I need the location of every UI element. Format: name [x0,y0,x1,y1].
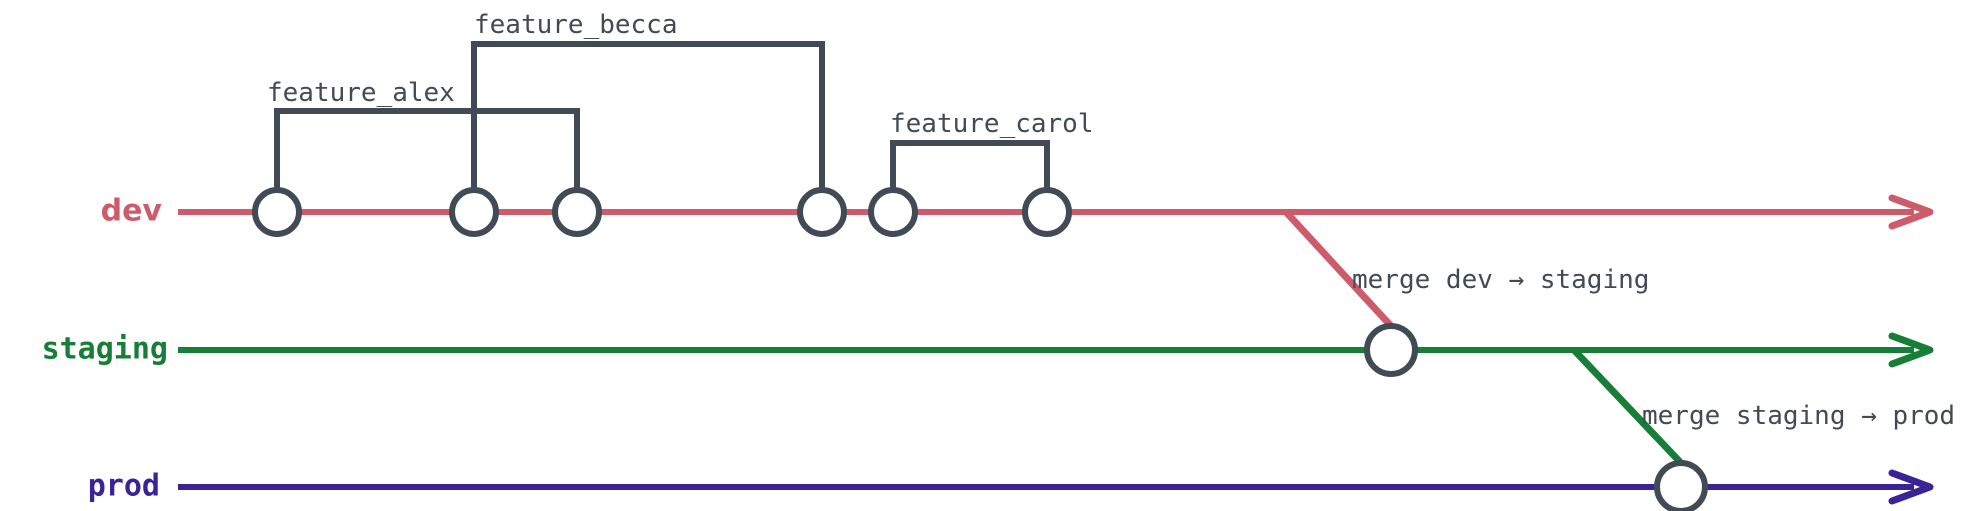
branch-arrowhead-prod [1888,469,1934,505]
commit-node-dev-c3[interactable] [552,187,602,237]
merge-edge-merge-dev-staging [1283,209,1394,329]
commit-node-prod-merge[interactable] [1654,460,1708,511]
branch-labels-layer: dev staging prod [42,194,168,504]
commit-node-staging-merge[interactable] [1364,323,1418,377]
commit-node-dev-c1[interactable] [252,187,302,237]
commit-node-dev-c5[interactable] [868,187,918,237]
commit-node-dev-c2[interactable] [449,187,499,237]
feature-label-feature_becca: feature_becca [474,10,678,40]
branch-label-prod: prod [88,469,160,504]
feature-label-feature_carol: feature_carol [890,109,1094,139]
commit-nodes-layer [252,187,1708,511]
feature-bracket-feature_carol [890,140,1050,190]
feature-bracket-feature_alex [274,108,580,190]
branch-arrowhead-dev [1888,194,1934,230]
feature-label-feature_alex: feature_alex [267,78,455,108]
branch-label-dev: dev [101,194,163,229]
merge-edge-merge-staging-prod [1571,347,1684,466]
feature-bracket-feature_becca [471,41,825,190]
branch-arrowhead-staging [1888,332,1934,368]
branch-label-staging: staging [42,332,168,367]
branch-lines-layer [178,194,1934,505]
feature-brackets-layer [274,41,1050,190]
merge-edges-layer [1283,209,1684,466]
commit-node-dev-c6[interactable] [1022,187,1072,237]
merge-label-merge-dev-staging: merge dev → staging [1352,265,1649,295]
commit-node-dev-c4[interactable] [797,187,847,237]
feature-labels-layer: feature_alex feature_becca feature_carol [267,10,1094,139]
merge-label-merge-staging-prod: merge staging → prod [1642,401,1955,431]
merge-labels-layer: merge dev → staging merge staging → prod [1352,265,1955,431]
